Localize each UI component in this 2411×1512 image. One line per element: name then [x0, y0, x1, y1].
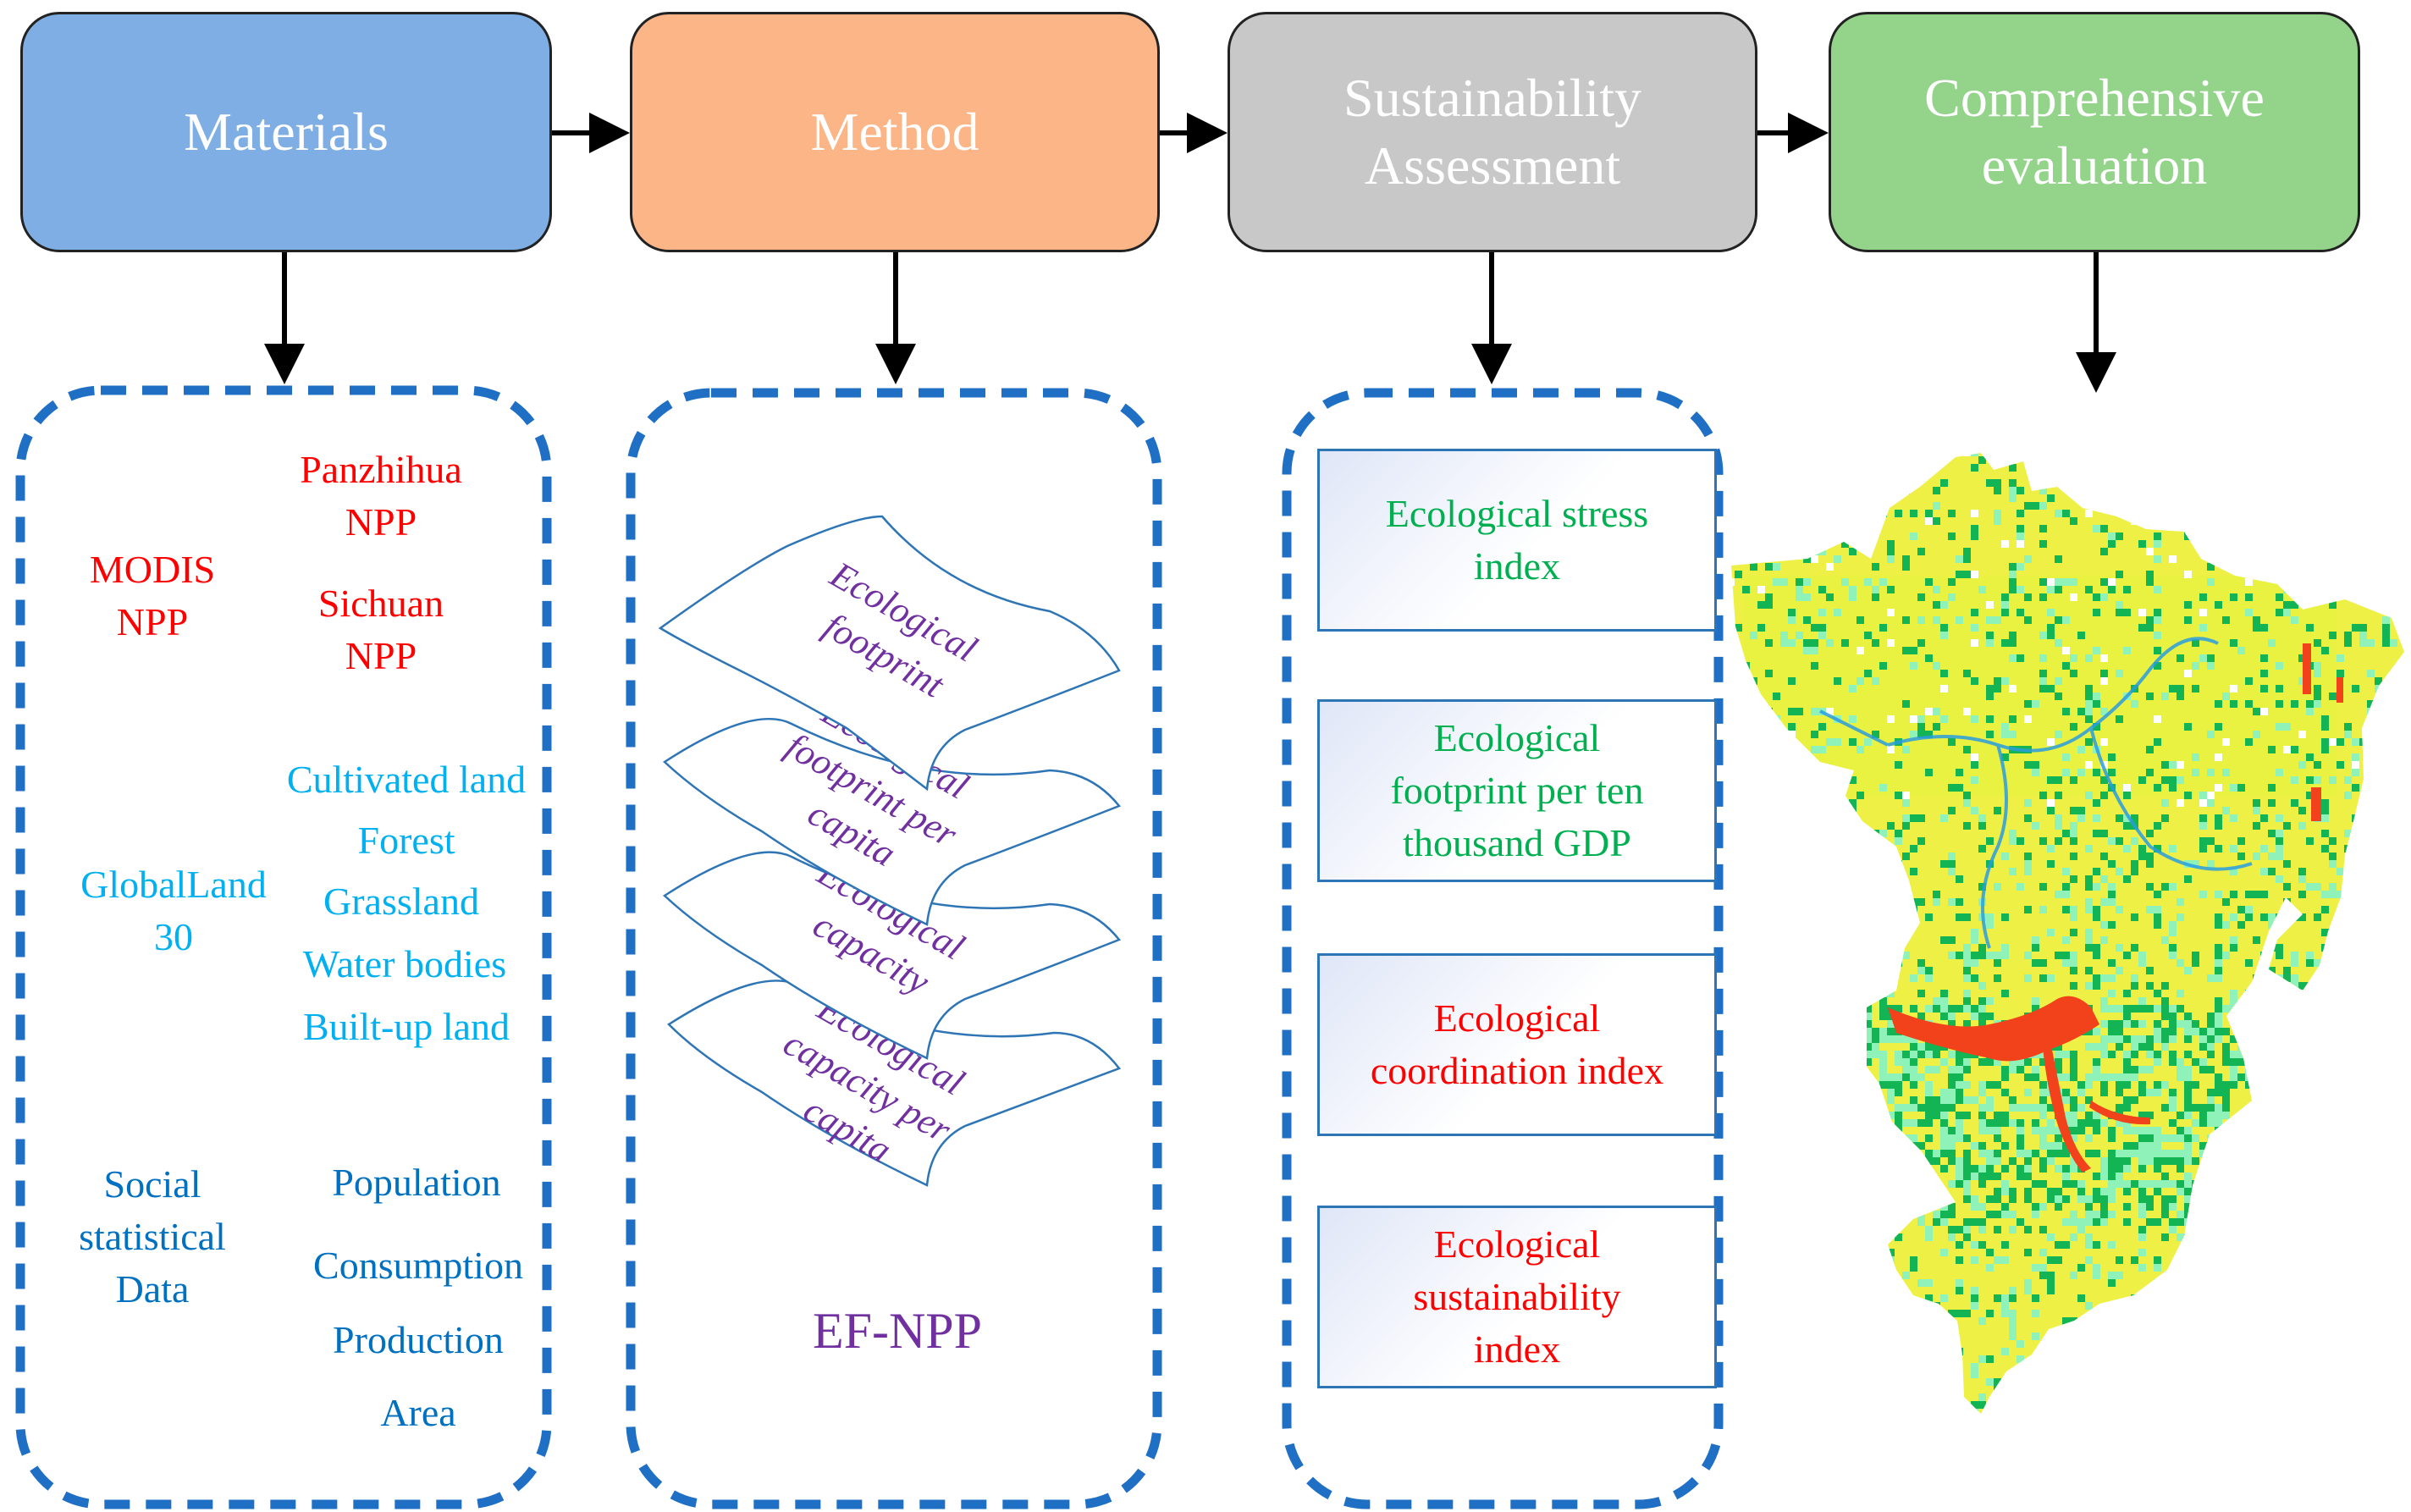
- land-type-built-up: Built-up land: [302, 1005, 510, 1048]
- comprehensive-header-line-2: evaluation: [1981, 135, 2208, 196]
- layer-ecological-footprint-per-capita: Ecological footprint per capita: [662, 690, 1122, 926]
- land-type-cultivated: Cultivated land: [286, 758, 527, 801]
- social-item-consumption: Consumption: [313, 1244, 523, 1287]
- land-type-grassland: Grassland: [323, 880, 479, 923]
- social-item-population: Population: [332, 1161, 501, 1204]
- land-type-forest: Forest: [357, 819, 455, 862]
- map-urban-red: [1888, 643, 2343, 1173]
- materials-header-label: Materials: [184, 102, 389, 162]
- social-item-area: Area: [380, 1391, 456, 1434]
- social-item-production: Production: [333, 1318, 504, 1361]
- comprehensive-evaluation-header: Comprehensive evaluation: [1829, 12, 2360, 252]
- land-type-water-bodies: Water bodies: [302, 942, 507, 985]
- method-header: Method: [630, 12, 1160, 252]
- materials-panel: [15, 385, 552, 1509]
- comprehensive-header-line-1: Comprehensive: [1924, 68, 2265, 128]
- map-rivers: [1819, 637, 2253, 949]
- ef-npp-model-label: EF-NPP: [812, 1303, 983, 1359]
- method-header-label: Method: [810, 102, 979, 162]
- sustainability-assessment-header: Sustainability Assessment: [1228, 12, 1757, 252]
- materials-header: Materials: [20, 12, 552, 252]
- assessment-panel: [1282, 388, 1724, 1509]
- method-panel: [626, 388, 1162, 1509]
- sustainability-header-line-1: Sustainability: [1343, 68, 1641, 128]
- sustainability-header-line-2: Assessment: [1364, 135, 1621, 196]
- layer-ecological-footprint: Ecological footprint: [658, 515, 1121, 792]
